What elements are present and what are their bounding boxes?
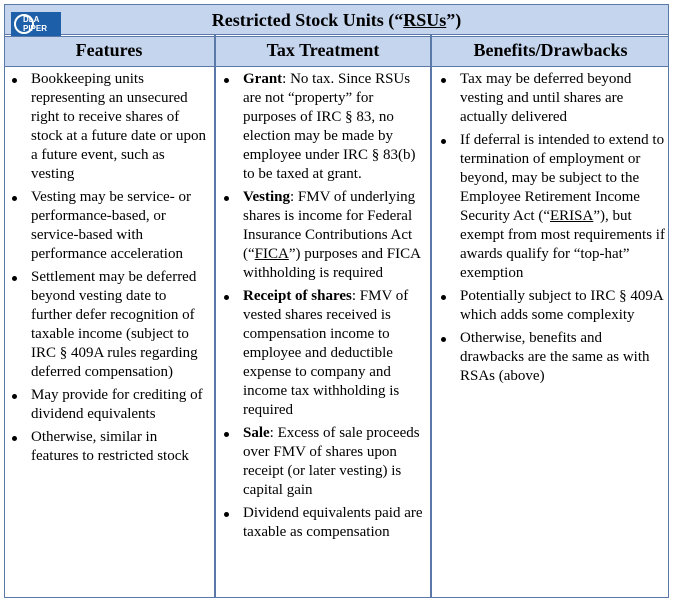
dla-piper-logo: DLA PIPER xyxy=(11,12,61,36)
list-item: Vesting: FMV of underlying shares is inc… xyxy=(218,188,426,283)
list-item: Dividend equivalents paid are taxable as… xyxy=(218,504,426,542)
title-row: DLA PIPER Restricted Stock Units (“RSUs”… xyxy=(4,4,669,36)
features-header: Features xyxy=(75,40,143,60)
column-divider xyxy=(214,35,216,598)
tax-treatment-column: Grant: No tax. Since RSUs are not “prope… xyxy=(218,70,426,546)
list-item: Vesting may be service- or performance-b… xyxy=(6,188,208,264)
benefits-drawbacks-header: Benefits/Drawbacks xyxy=(473,40,628,60)
list-item: Otherwise, benefits and drawbacks are th… xyxy=(435,329,667,386)
list-item: Receipt of shares: FMV of vested shares … xyxy=(218,287,426,420)
page-title: Restricted Stock Units (“RSUs”) xyxy=(211,10,462,30)
title-abbreviation: RSUs xyxy=(403,10,447,30)
column-divider xyxy=(430,35,432,598)
list-item: Grant: No tax. Since RSUs are not “prope… xyxy=(218,70,426,184)
list-item: May provide for crediting of dividend eq… xyxy=(6,386,208,424)
list-item: Settlement may be deferred beyond vestin… xyxy=(6,268,208,382)
logo-circle-icon xyxy=(14,14,34,34)
list-item: Potentially subject to IRC § 409A which … xyxy=(435,287,667,325)
list-item: Otherwise, similar in features to restri… xyxy=(6,428,208,466)
table-frame xyxy=(4,4,669,598)
benefits-column: Tax may be deferred beyond vesting and u… xyxy=(435,70,667,390)
tax-treatment-header: Tax Treatment xyxy=(266,40,380,60)
column-header-row xyxy=(4,36,669,67)
logo-text: DLA PIPER xyxy=(23,15,48,33)
list-item: Bookkeeping units representing an unsecu… xyxy=(6,70,208,184)
list-item: If deferral is intended to extend to ter… xyxy=(435,131,667,283)
list-item: Tax may be deferred beyond vesting and u… xyxy=(435,70,667,127)
list-item: Sale: Excess of sale proceeds over FMV o… xyxy=(218,424,426,500)
features-column: Bookkeeping units representing an unsecu… xyxy=(6,70,208,470)
